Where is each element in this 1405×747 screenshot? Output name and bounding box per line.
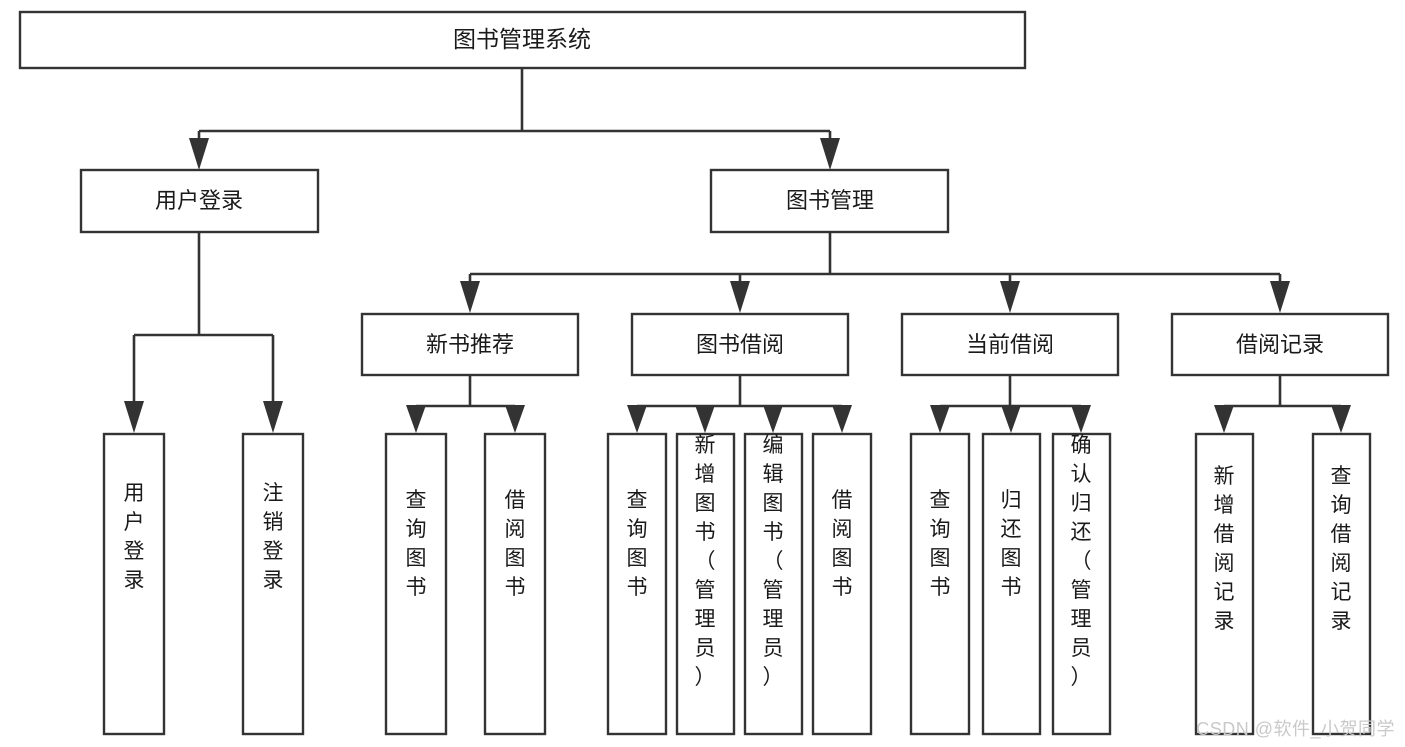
node-book-borrow-box[interactable] <box>630 312 850 377</box>
node-user-login-label: 用户登录 <box>155 188 243 213</box>
arrow-newbooks-leaf-1 <box>406 405 426 433</box>
connector-group-user-login <box>124 232 283 433</box>
leaf-add-borrow-record-label: 新增借阅记录 <box>1214 465 1235 633</box>
leaf-confirm-return-admin-label: 确认归还（管理员） <box>1071 434 1092 689</box>
leaf-add-book-admin-box[interactable] <box>675 432 736 736</box>
node-book-management-box[interactable] <box>709 168 950 234</box>
leaf-edit-book-admin[interactable]: 编辑图书（管理员） <box>743 432 804 736</box>
node-current-borrow-box[interactable] <box>900 312 1120 377</box>
node-book-management-label: 图书管理 <box>786 188 874 213</box>
connector-group-current-borrow <box>930 375 1091 433</box>
leaf-confirm-return-admin-box[interactable] <box>1051 432 1112 736</box>
leaf-add-book-admin-label: 新增图书（管理员） <box>695 434 716 689</box>
leaf-query-books-current-box[interactable] <box>909 432 971 736</box>
arrow-user-leaf-1 <box>124 401 144 433</box>
leaf-query-books-current[interactable]: 查询图书 <box>909 432 971 736</box>
node-new-book-recommend-label: 新书推荐 <box>426 332 514 357</box>
leaf-borrow-books-recommend[interactable]: 借阅图书 <box>483 432 547 736</box>
node-root[interactable]: 图书管理系统 <box>18 10 1027 70</box>
leaf-return-book-label: 归还图书 <box>1001 489 1022 599</box>
leaf-borrow-books-recommend-label: 借阅图书 <box>505 489 526 599</box>
leaf-add-book-admin[interactable]: 新增图书（管理员） <box>675 432 736 736</box>
node-root-label: 图书管理系统 <box>453 26 591 52</box>
leaf-borrow-book-box[interactable] <box>811 432 873 736</box>
leaf-add-borrow-record[interactable]: 新增借阅记录 <box>1194 432 1255 736</box>
node-book-borrow[interactable]: 图书借阅 <box>630 312 850 377</box>
leaf-user-login-label: 用户登录 <box>124 482 145 592</box>
node-borrow-records[interactable]: 借阅记录 <box>1170 312 1390 377</box>
node-borrow-records-label: 借阅记录 <box>1236 332 1324 357</box>
connector-group-records <box>1214 375 1351 433</box>
leaf-edit-book-admin-box[interactable] <box>743 432 804 736</box>
arrow-root-to-book <box>820 138 840 170</box>
leaf-edit-book-admin-label: 编辑图书（管理员） <box>763 434 784 689</box>
leaf-add-borrow-record-box[interactable] <box>1194 432 1255 736</box>
leaf-query-books-borrow-box[interactable] <box>606 432 668 736</box>
leaf-query-books-current-label: 查询图书 <box>930 489 951 599</box>
arrow-borrow-leaf-1 <box>627 405 647 433</box>
leaf-query-borrow-record-box[interactable] <box>1311 432 1372 736</box>
csdn-watermark: CSDN @软件_小贺同学 <box>1196 719 1395 739</box>
node-book-borrow-label: 图书借阅 <box>696 332 784 357</box>
node-user-login[interactable]: 用户登录 <box>79 168 320 234</box>
arrow-borrow-leaf-3 <box>763 405 783 433</box>
arrow-root-to-user <box>189 138 209 170</box>
connector-group-borrow <box>627 375 852 433</box>
node-root-box[interactable] <box>18 10 1027 70</box>
leaf-logout-label: 注销登录 <box>263 482 284 592</box>
leaf-logout-box[interactable] <box>241 432 305 736</box>
leaf-query-books-recommend-box[interactable] <box>384 432 448 736</box>
node-new-book-recommend[interactable]: 新书推荐 <box>360 312 580 377</box>
arrow-borrow-leaf-2 <box>695 405 715 433</box>
leaf-query-books-recommend-label: 查询图书 <box>406 489 427 599</box>
node-new-book-recommend-box[interactable] <box>360 312 580 377</box>
arrow-user-leaf-2 <box>263 401 283 433</box>
arrow-newbooks-leaf-2 <box>505 405 525 433</box>
leaf-borrow-book[interactable]: 借阅图书 <box>811 432 873 736</box>
leaf-confirm-return-admin[interactable]: 确认归还（管理员） <box>1051 432 1112 736</box>
arrow-current-leaf-2 <box>1001 405 1021 433</box>
arrow-book-child-3 <box>1000 281 1020 313</box>
arrow-records-leaf-1 <box>1214 405 1234 433</box>
arrow-book-child-4 <box>1270 281 1290 313</box>
leaf-query-books-borrow-label: 查询图书 <box>627 489 648 599</box>
arrow-borrow-leaf-4 <box>832 405 852 433</box>
node-borrow-records-box[interactable] <box>1170 312 1390 377</box>
leaf-query-books-recommend[interactable]: 查询图书 <box>384 432 448 736</box>
connector-group-book-mgmt <box>460 232 1290 313</box>
node-book-management[interactable]: 图书管理 <box>709 168 950 234</box>
arrow-book-child-2 <box>730 281 750 313</box>
leaf-return-book[interactable]: 归还图书 <box>981 432 1042 736</box>
leaf-borrow-books-recommend-box[interactable] <box>483 432 547 736</box>
connector-group-new-books <box>406 375 525 433</box>
node-user-login-box[interactable] <box>79 168 320 234</box>
arrow-current-leaf-1 <box>930 405 950 433</box>
leaf-return-book-box[interactable] <box>981 432 1042 736</box>
leaf-query-books-borrow[interactable]: 查询图书 <box>606 432 668 736</box>
leaf-user-login[interactable]: 用户登录 <box>102 432 166 736</box>
arrow-records-leaf-2 <box>1331 405 1351 433</box>
arrow-book-child-1 <box>460 281 480 313</box>
leaf-logout[interactable]: 注销登录 <box>241 432 305 736</box>
leaf-query-borrow-record[interactable]: 查询借阅记录 <box>1311 432 1372 736</box>
node-current-borrow[interactable]: 当前借阅 <box>900 312 1120 377</box>
connector-group-root <box>189 68 840 170</box>
arrow-current-leaf-3 <box>1071 405 1091 433</box>
leaf-user-login-box[interactable] <box>102 432 166 736</box>
leaf-query-borrow-record-label: 查询借阅记录 <box>1331 465 1352 633</box>
node-current-borrow-label: 当前借阅 <box>966 332 1054 357</box>
leaf-borrow-book-label: 借阅图书 <box>832 489 853 599</box>
